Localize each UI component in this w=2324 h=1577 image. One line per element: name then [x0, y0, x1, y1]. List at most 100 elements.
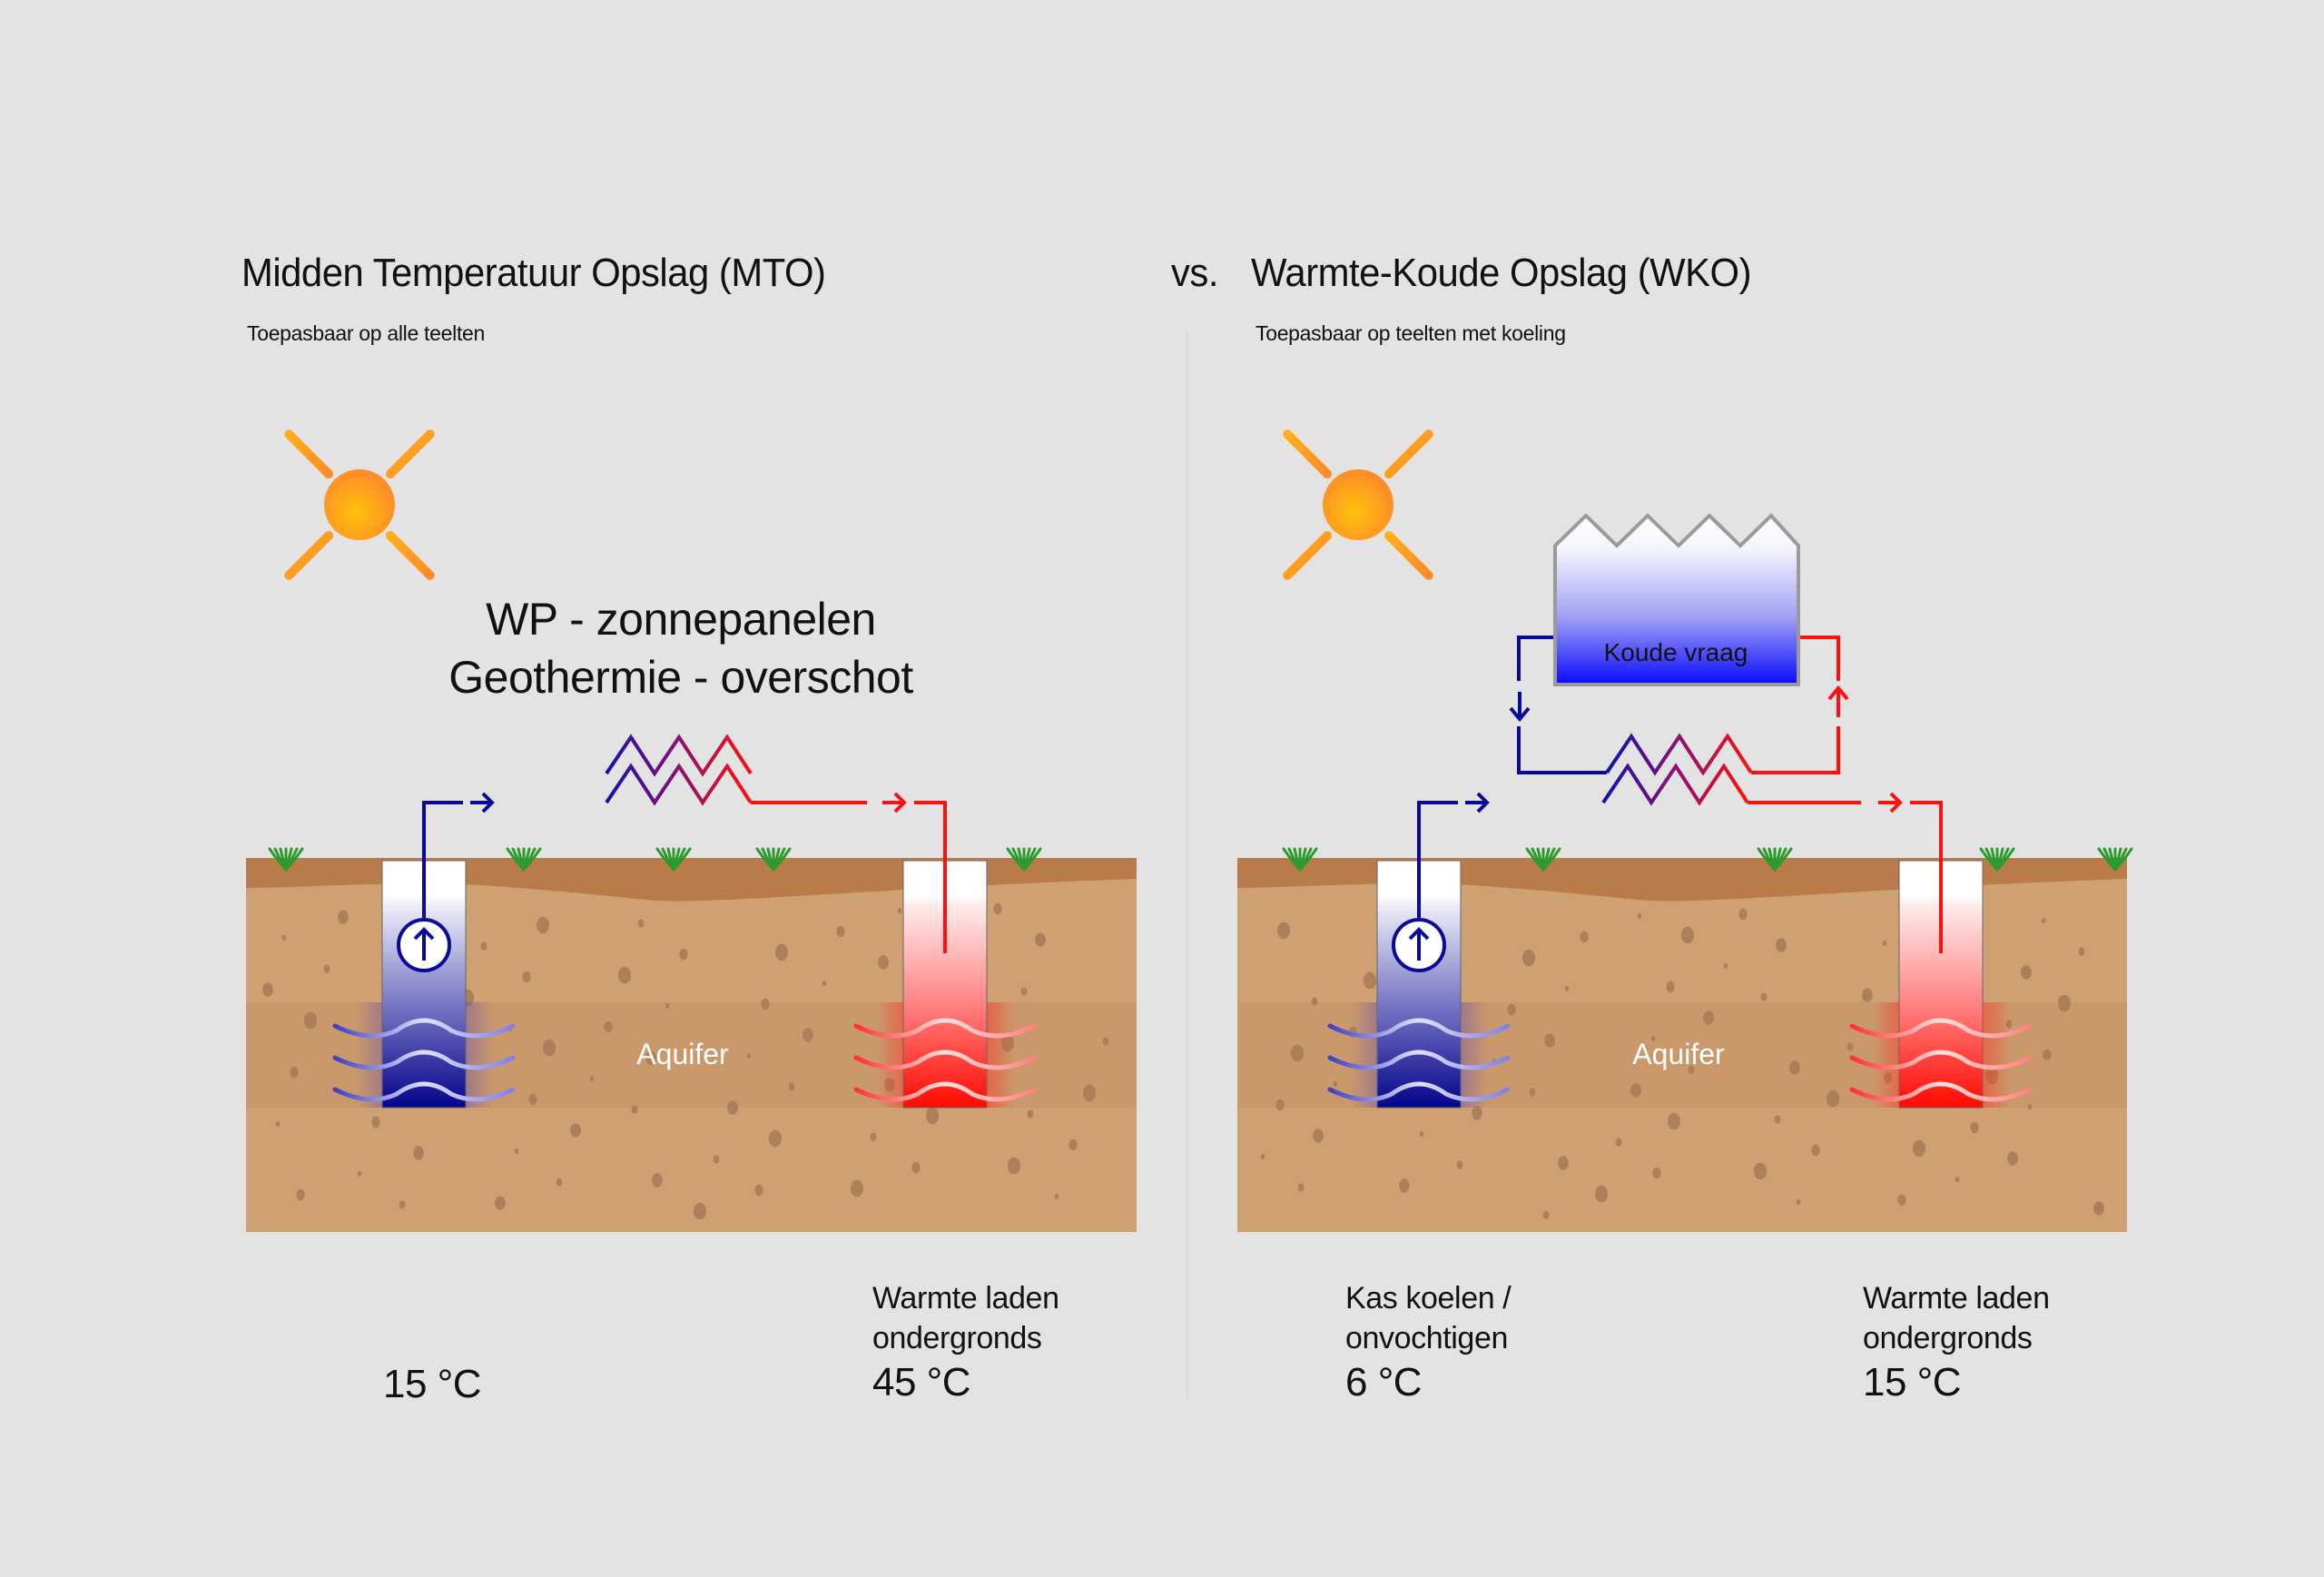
sun-ray — [385, 530, 435, 580]
pebble — [645, 1050, 656, 1065]
wko-cooling-loop — [1509, 636, 1849, 774]
pebble — [1789, 1060, 1800, 1075]
pebble — [1666, 981, 1675, 993]
pebble — [993, 902, 1002, 915]
water-wave — [1327, 1018, 1511, 1039]
pebble — [1753, 1162, 1768, 1180]
greenhouse-body — [1553, 513, 1800, 686]
water-wave — [853, 1018, 1037, 1039]
pebble — [1507, 1003, 1516, 1016]
pebble — [1068, 1138, 1078, 1151]
pebble — [1290, 1044, 1305, 1062]
wko-warm-temperature: 15 °C — [1863, 1360, 1962, 1405]
flow-arrow-down-icon — [1509, 692, 1531, 723]
pebble — [925, 1107, 940, 1125]
wko-warm-well-caption: Warmte laden ondergronds 15 °C — [1863, 1278, 2050, 1405]
pebble — [1035, 932, 1046, 947]
pebble — [1774, 1115, 1781, 1124]
water-wave — [1849, 1018, 2033, 1039]
pebble — [338, 910, 349, 924]
water-wave — [853, 1050, 1037, 1070]
grass-icon — [1525, 847, 1561, 872]
grass-icon — [1757, 847, 1793, 872]
pebble — [296, 1188, 305, 1201]
pebble — [1594, 1185, 1609, 1203]
grass-blade — [672, 847, 692, 872]
exchanger-coil — [1605, 733, 1753, 776]
pebble — [1796, 1199, 1801, 1205]
water-wave — [1327, 1081, 1511, 1102]
mto-warm-label-line2: ondergronds — [872, 1321, 1042, 1355]
pebble — [2007, 1151, 2018, 1166]
pebble — [1027, 1109, 1034, 1119]
water-wave — [1327, 1050, 1511, 1070]
sun-ray — [284, 530, 334, 580]
pebble — [870, 1132, 877, 1141]
pebble — [768, 1129, 783, 1148]
grass-blade — [522, 847, 542, 872]
mto-subtitle: Toepasbaar op alle teelten — [247, 321, 486, 345]
pebble — [1652, 1167, 1661, 1179]
heat-source-line1: WP - zonnepanelen — [486, 594, 876, 645]
sun-ray — [1283, 429, 1333, 479]
pebble — [713, 1155, 720, 1164]
pump-arrow — [413, 927, 435, 961]
pebble — [1313, 1129, 1324, 1143]
grass-icon — [1282, 847, 1318, 872]
mto-aquifer-label: Aquifer — [636, 1038, 729, 1070]
mto-heat-exchanger-icon — [605, 734, 753, 806]
grass-icon — [506, 847, 542, 872]
pebble — [746, 1053, 752, 1059]
pebble — [1897, 1194, 1906, 1207]
pebble — [2041, 918, 2046, 923]
pebble — [1544, 1033, 1555, 1048]
water-wave — [332, 1081, 516, 1102]
pebble — [803, 1028, 813, 1042]
pebble — [1363, 971, 1377, 990]
pebble — [399, 1200, 406, 1209]
pebble — [1311, 997, 1318, 1006]
pebble — [761, 998, 770, 1010]
flow-arrow-icon — [470, 792, 495, 813]
pebble — [495, 1196, 506, 1210]
pebble — [1630, 1083, 1641, 1098]
pebble — [556, 1178, 563, 1187]
flow-arrow-icon — [1465, 792, 1490, 813]
pebble — [1882, 941, 1887, 946]
pebble — [2021, 965, 2032, 980]
pebble — [528, 1093, 537, 1106]
grass-blade — [2113, 847, 2133, 872]
pebble — [2057, 994, 2072, 1012]
pebble — [1615, 1138, 1622, 1147]
pebble — [1846, 1042, 1854, 1051]
pebble — [589, 1076, 595, 1081]
pebble — [1054, 1194, 1059, 1199]
pebble — [1558, 1156, 1569, 1170]
pebble — [1472, 1106, 1482, 1120]
wko-warm-label-line2: ondergronds — [1863, 1321, 2033, 1355]
pipe-segment — [914, 801, 947, 808]
pebble — [1399, 1178, 1410, 1193]
pebble — [2027, 1104, 2033, 1109]
grass-blade — [1773, 847, 1793, 872]
exchanger-coil — [605, 763, 753, 806]
pebble — [1738, 908, 1748, 921]
pebble — [1275, 1099, 1285, 1111]
pebble — [1688, 1065, 1695, 1074]
mto-cold-temperature: 15 °C — [383, 1362, 482, 1406]
pebble — [1667, 1112, 1681, 1130]
water-wave — [332, 1050, 516, 1070]
pebble — [665, 1003, 670, 1009]
pebble — [652, 1173, 663, 1188]
wko-cold-label-line2: onvochtigen — [1345, 1321, 1508, 1355]
pebble — [1862, 988, 1873, 1002]
pebble — [371, 1116, 380, 1129]
flow-arrow-icon — [882, 792, 907, 813]
pebble — [542, 1039, 556, 1057]
grass-icon — [2097, 847, 2133, 872]
pebble — [1970, 1121, 1979, 1134]
pebble — [2078, 947, 2085, 956]
grass-icon — [755, 847, 792, 872]
pebble — [1703, 1010, 1714, 1025]
